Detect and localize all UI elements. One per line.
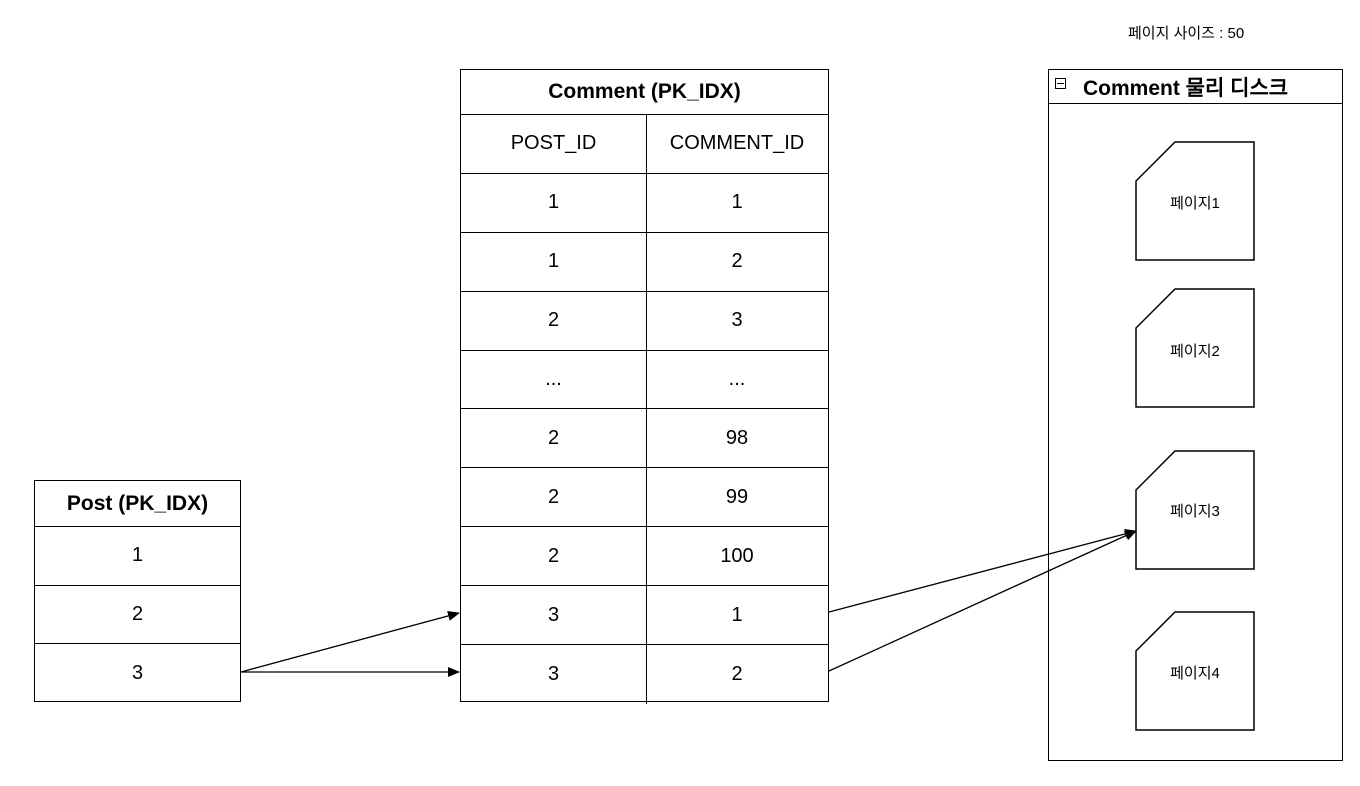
arrow-post3-to-comment-row8: [240, 611, 460, 673]
collapse-icon[interactable]: [1055, 78, 1066, 89]
post-row: 2: [35, 586, 240, 644]
post-cell: 2: [131, 602, 144, 625]
page-card: [1135, 288, 1255, 408]
column-header: POST_ID: [510, 132, 597, 155]
column-header: COMMENT_ID: [646, 115, 827, 173]
post-id-cell: 2: [547, 309, 560, 332]
page-label: 페이지1: [1170, 195, 1220, 212]
post-id-cell: 3: [547, 662, 560, 685]
page-label: 페이지2: [1170, 343, 1220, 360]
comment-row: 2 98: [461, 409, 828, 469]
comment-id-cell: 2: [646, 232, 827, 291]
comment-id-cell: 98: [646, 409, 827, 468]
page-label: 페이지3: [1170, 503, 1220, 520]
comment-row: 2 100: [461, 527, 828, 587]
post-id-cell: 2: [547, 426, 560, 449]
post-id-cell: 1: [547, 191, 560, 214]
comment-id-cell: 1: [646, 173, 827, 232]
physical-disk-container: Comment 물리 디스크: [1048, 69, 1343, 761]
comment-id-cell: 1: [646, 586, 827, 645]
post-id-cell: 1: [547, 250, 560, 273]
disk-title: Comment 물리 디스크: [1083, 76, 1289, 100]
post-table-title: Post (PK_IDX): [35, 481, 240, 527]
post-cell: 3: [131, 661, 144, 684]
comment-id-cell: ...: [646, 350, 827, 409]
arrow-row9-to-page3: [828, 530, 1137, 672]
page-card: [1135, 611, 1255, 731]
comment-header-row: POST_ID COMMENT_ID: [461, 115, 828, 174]
arrow-row8-to-page3: [828, 528, 1137, 613]
post-table: Post (PK_IDX) 1 2 3: [34, 480, 241, 702]
post-cell: 1: [131, 544, 144, 567]
page-label: 페이지4: [1170, 665, 1220, 682]
post-id-cell: 3: [547, 603, 560, 626]
page-card: [1135, 141, 1255, 261]
page-size-label: 페이지 사이즈 : 50: [1128, 25, 1245, 42]
comment-id-cell: 2: [646, 645, 827, 704]
disk-title-bar: Comment 물리 디스크: [1049, 70, 1342, 104]
comment-table-title: Comment (PK_IDX): [461, 70, 828, 115]
comment-id-cell: 3: [646, 291, 827, 350]
post-id-cell: ...: [545, 368, 562, 390]
comment-id-cell: 99: [646, 468, 827, 527]
post-id-cell: 2: [547, 544, 560, 567]
post-row: 1: [35, 527, 240, 586]
comment-row: 2 99: [461, 468, 828, 528]
post-id-cell: 2: [547, 485, 560, 508]
post-row: 3: [35, 644, 240, 703]
comment-row: ......: [461, 350, 828, 410]
comment-id-cell: 100: [646, 527, 827, 586]
page-card: [1135, 450, 1255, 570]
